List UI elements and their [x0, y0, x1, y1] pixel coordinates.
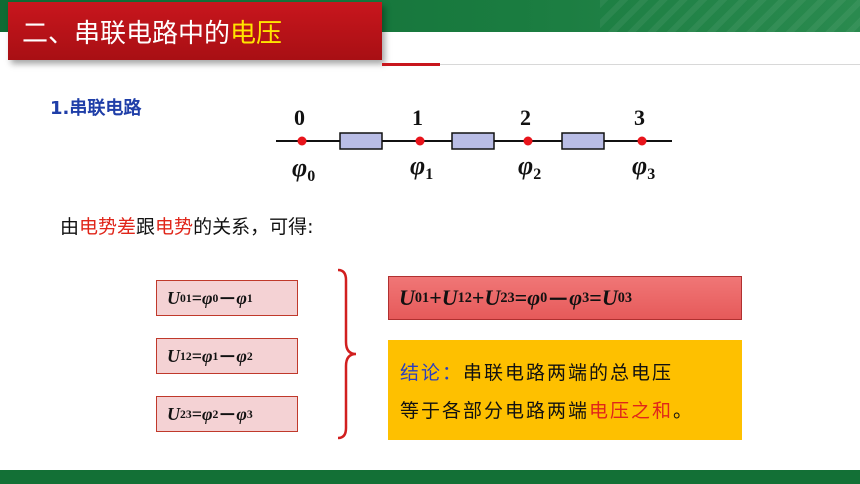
resistor-1	[339, 132, 383, 150]
title-underline	[382, 63, 440, 66]
conclusion-line-1: 结论：串联电路两端的总电压	[400, 362, 674, 384]
right-brace	[337, 268, 357, 440]
intro-part-5: 的关系，可得:	[193, 216, 314, 238]
node-3	[637, 136, 647, 146]
intro-text: 由电势差跟电势的关系，可得:	[60, 212, 313, 239]
node-1	[415, 136, 425, 146]
title-divider	[440, 64, 860, 65]
conclusion-line-2: 等于各部分电路两端电压之和。	[400, 400, 695, 422]
intro-part-3: 跟	[136, 216, 156, 238]
series-circuit-diagram: 0 1 2 3 φ0 φ1 φ2 φ3	[276, 105, 672, 185]
top-bar-decoration	[600, 0, 860, 32]
intro-part-1: 由	[60, 216, 80, 238]
node-3-label: 3	[634, 105, 645, 130]
intro-potential: 电势	[155, 216, 194, 238]
node-0-label: 0	[294, 105, 305, 130]
conclusion-box: 结论：串联电路两端的总电压 等于各部分电路两端电压之和。	[388, 340, 742, 440]
resistor-2	[451, 132, 495, 150]
phi-0: φ0	[292, 153, 315, 185]
phi-1: φ1	[410, 151, 433, 183]
section-label: 1.串联电路	[50, 98, 142, 119]
title-prefix: 二、串联电路中的	[22, 18, 231, 49]
node-0	[297, 136, 307, 146]
phi-3: φ3	[632, 151, 655, 183]
node-2	[523, 136, 533, 146]
resistor-3	[561, 132, 605, 150]
conclusion-label: 结论：	[400, 362, 464, 384]
slide-title: 二、串联电路中的电压	[8, 2, 382, 60]
title-highlight: 电压	[230, 18, 283, 49]
bottom-green-bar	[0, 470, 860, 484]
node-1-label: 1	[412, 105, 423, 130]
intro-potential-difference: 电势差	[79, 216, 137, 238]
phi-2: φ2	[518, 151, 541, 183]
conclusion-highlight: 电压之和	[589, 400, 674, 422]
node-2-label: 2	[520, 105, 531, 130]
